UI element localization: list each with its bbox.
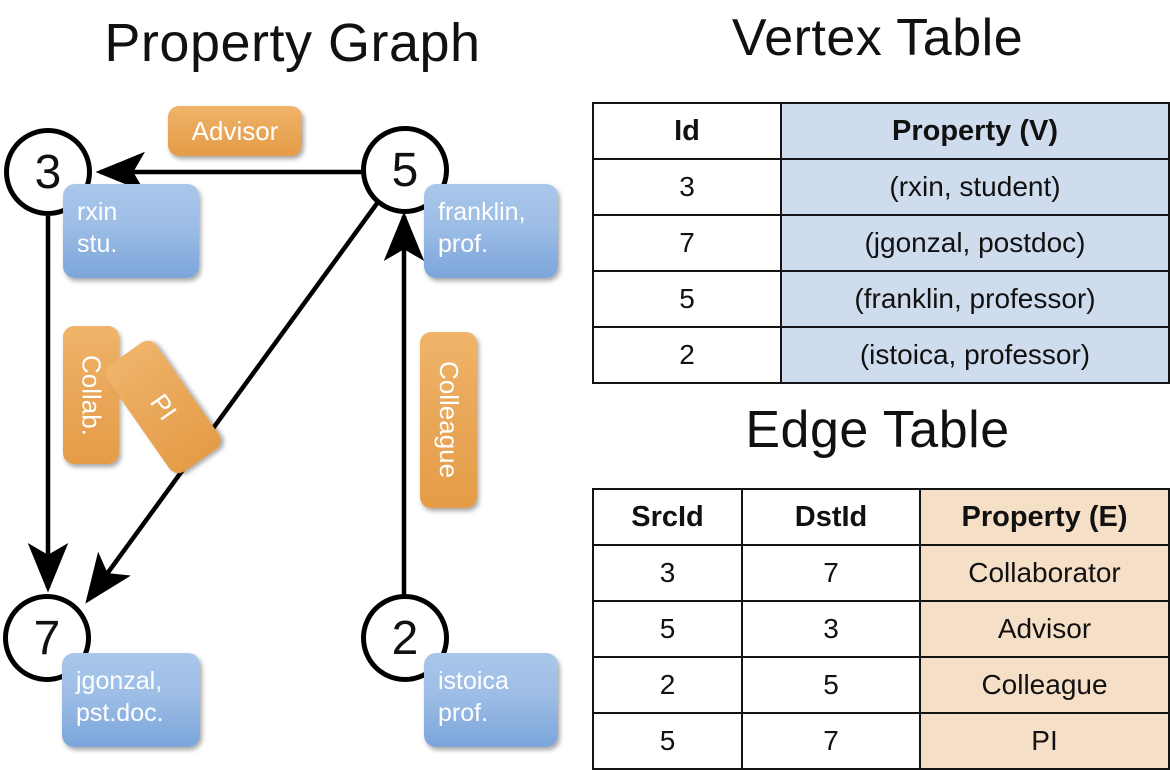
- vertex-cell-property: (franklin, professor): [780, 270, 1170, 328]
- edge-label-advisor: Advisor: [168, 106, 302, 156]
- edge-cell-property: Colleague: [919, 656, 1170, 714]
- graph-node-7-label: 7: [33, 611, 61, 665]
- node-property-istoica-line2: prof.: [438, 699, 489, 727]
- node-property-istoica-line1: istoica: [438, 667, 509, 695]
- node-property-rxin-line2: stu.: [77, 230, 118, 258]
- edge-cell-dstid: 5: [741, 656, 921, 714]
- edge-col-header-dstid: DstId: [741, 488, 921, 546]
- node-property-franklin-line2: prof.: [438, 230, 489, 258]
- edge-label-pi-text: PI: [144, 388, 183, 426]
- node-property-box-istoica: istoica prof.: [424, 653, 558, 747]
- table-header-row: Id Property (V): [592, 102, 1170, 160]
- edge-cell-srcid: 3: [592, 544, 743, 602]
- vertex-table: Id Property (V) 3 (rxin, student) 7 (jgo…: [592, 102, 1170, 384]
- vertex-col-header-property: Property (V): [780, 102, 1170, 160]
- edge-arrow-pi: [85, 200, 380, 604]
- edge-label-colleague: Colleague: [420, 332, 477, 508]
- table-row[interactable]: 3 (rxin, student): [592, 158, 1170, 216]
- edge-cell-srcid: 2: [592, 656, 743, 714]
- node-property-jgonzal-line2: pst.doc.: [76, 699, 164, 727]
- node-property-box-jgonzal: jgonzal, pst.doc.: [62, 653, 200, 747]
- edge-cell-property: Advisor: [919, 600, 1170, 658]
- vertex-cell-property: (jgonzal, postdoc): [780, 214, 1170, 272]
- edge-table: SrcId DstId Property (E) 3 7 Collaborato…: [592, 488, 1170, 770]
- property-graph-panel: Property Graph Advisor Collab. PI Collea…: [0, 0, 585, 760]
- node-property-rxin-line1: rxin: [77, 198, 118, 226]
- table-row[interactable]: 5 (franklin, professor): [592, 270, 1170, 328]
- vertex-cell-id: 3: [592, 158, 782, 216]
- edge-cell-property: Collaborator: [919, 544, 1170, 602]
- page-title-property-graph: Property Graph: [104, 13, 481, 73]
- edge-label-collab: Collab.: [63, 326, 119, 464]
- vertex-cell-property: (istoica, professor): [780, 326, 1170, 384]
- graph-node-5-label: 5: [391, 143, 419, 197]
- graph-node-2[interactable]: 2: [361, 594, 449, 682]
- page-title-vertex-table: Vertex Table: [731, 9, 1024, 67]
- page-title-edge-table: Edge Table: [745, 401, 1010, 459]
- table-row[interactable]: 7 (jgonzal, postdoc): [592, 214, 1170, 272]
- edge-col-header-srcid: SrcId: [592, 488, 743, 546]
- edge-cell-srcid: 5: [592, 600, 743, 658]
- node-property-franklin-line1: franklin,: [438, 198, 526, 226]
- table-row[interactable]: 5 3 Advisor: [592, 600, 1170, 658]
- edge-col-header-property: Property (E): [919, 488, 1170, 546]
- node-property-box-franklin: franklin, prof.: [424, 184, 558, 278]
- edge-label-colleague-text: Colleague: [434, 361, 464, 479]
- node-property-jgonzal-line1: jgonzal,: [76, 667, 163, 695]
- graph-node-2-label: 2: [391, 611, 419, 665]
- vertex-col-header-id: Id: [592, 102, 782, 160]
- edge-label-collab-text: Collab.: [76, 354, 107, 436]
- graph-edges-svg: [27, 151, 425, 604]
- vertex-cell-id: 7: [592, 214, 782, 272]
- edge-cell-srcid: 5: [592, 712, 743, 770]
- table-header-row: SrcId DstId Property (E): [592, 488, 1170, 546]
- table-row[interactable]: 2 5 Colleague: [592, 656, 1170, 714]
- edge-cell-property: PI: [919, 712, 1170, 770]
- graph-node-3-label: 3: [34, 145, 62, 199]
- node-property-box-rxin: rxin stu.: [63, 184, 199, 278]
- vertex-cell-property: (rxin, student): [780, 158, 1170, 216]
- edge-cell-dstid: 7: [741, 544, 921, 602]
- table-row[interactable]: 5 7 PI: [592, 712, 1170, 770]
- vertex-cell-id: 2: [592, 326, 782, 384]
- edge-label-advisor-text: Advisor: [191, 115, 279, 146]
- table-row[interactable]: 2 (istoica, professor): [592, 326, 1170, 384]
- edge-cell-dstid: 7: [741, 712, 921, 770]
- vertex-cell-id: 5: [592, 270, 782, 328]
- table-row[interactable]: 3 7 Collaborator: [592, 544, 1170, 602]
- edge-cell-dstid: 3: [741, 600, 921, 658]
